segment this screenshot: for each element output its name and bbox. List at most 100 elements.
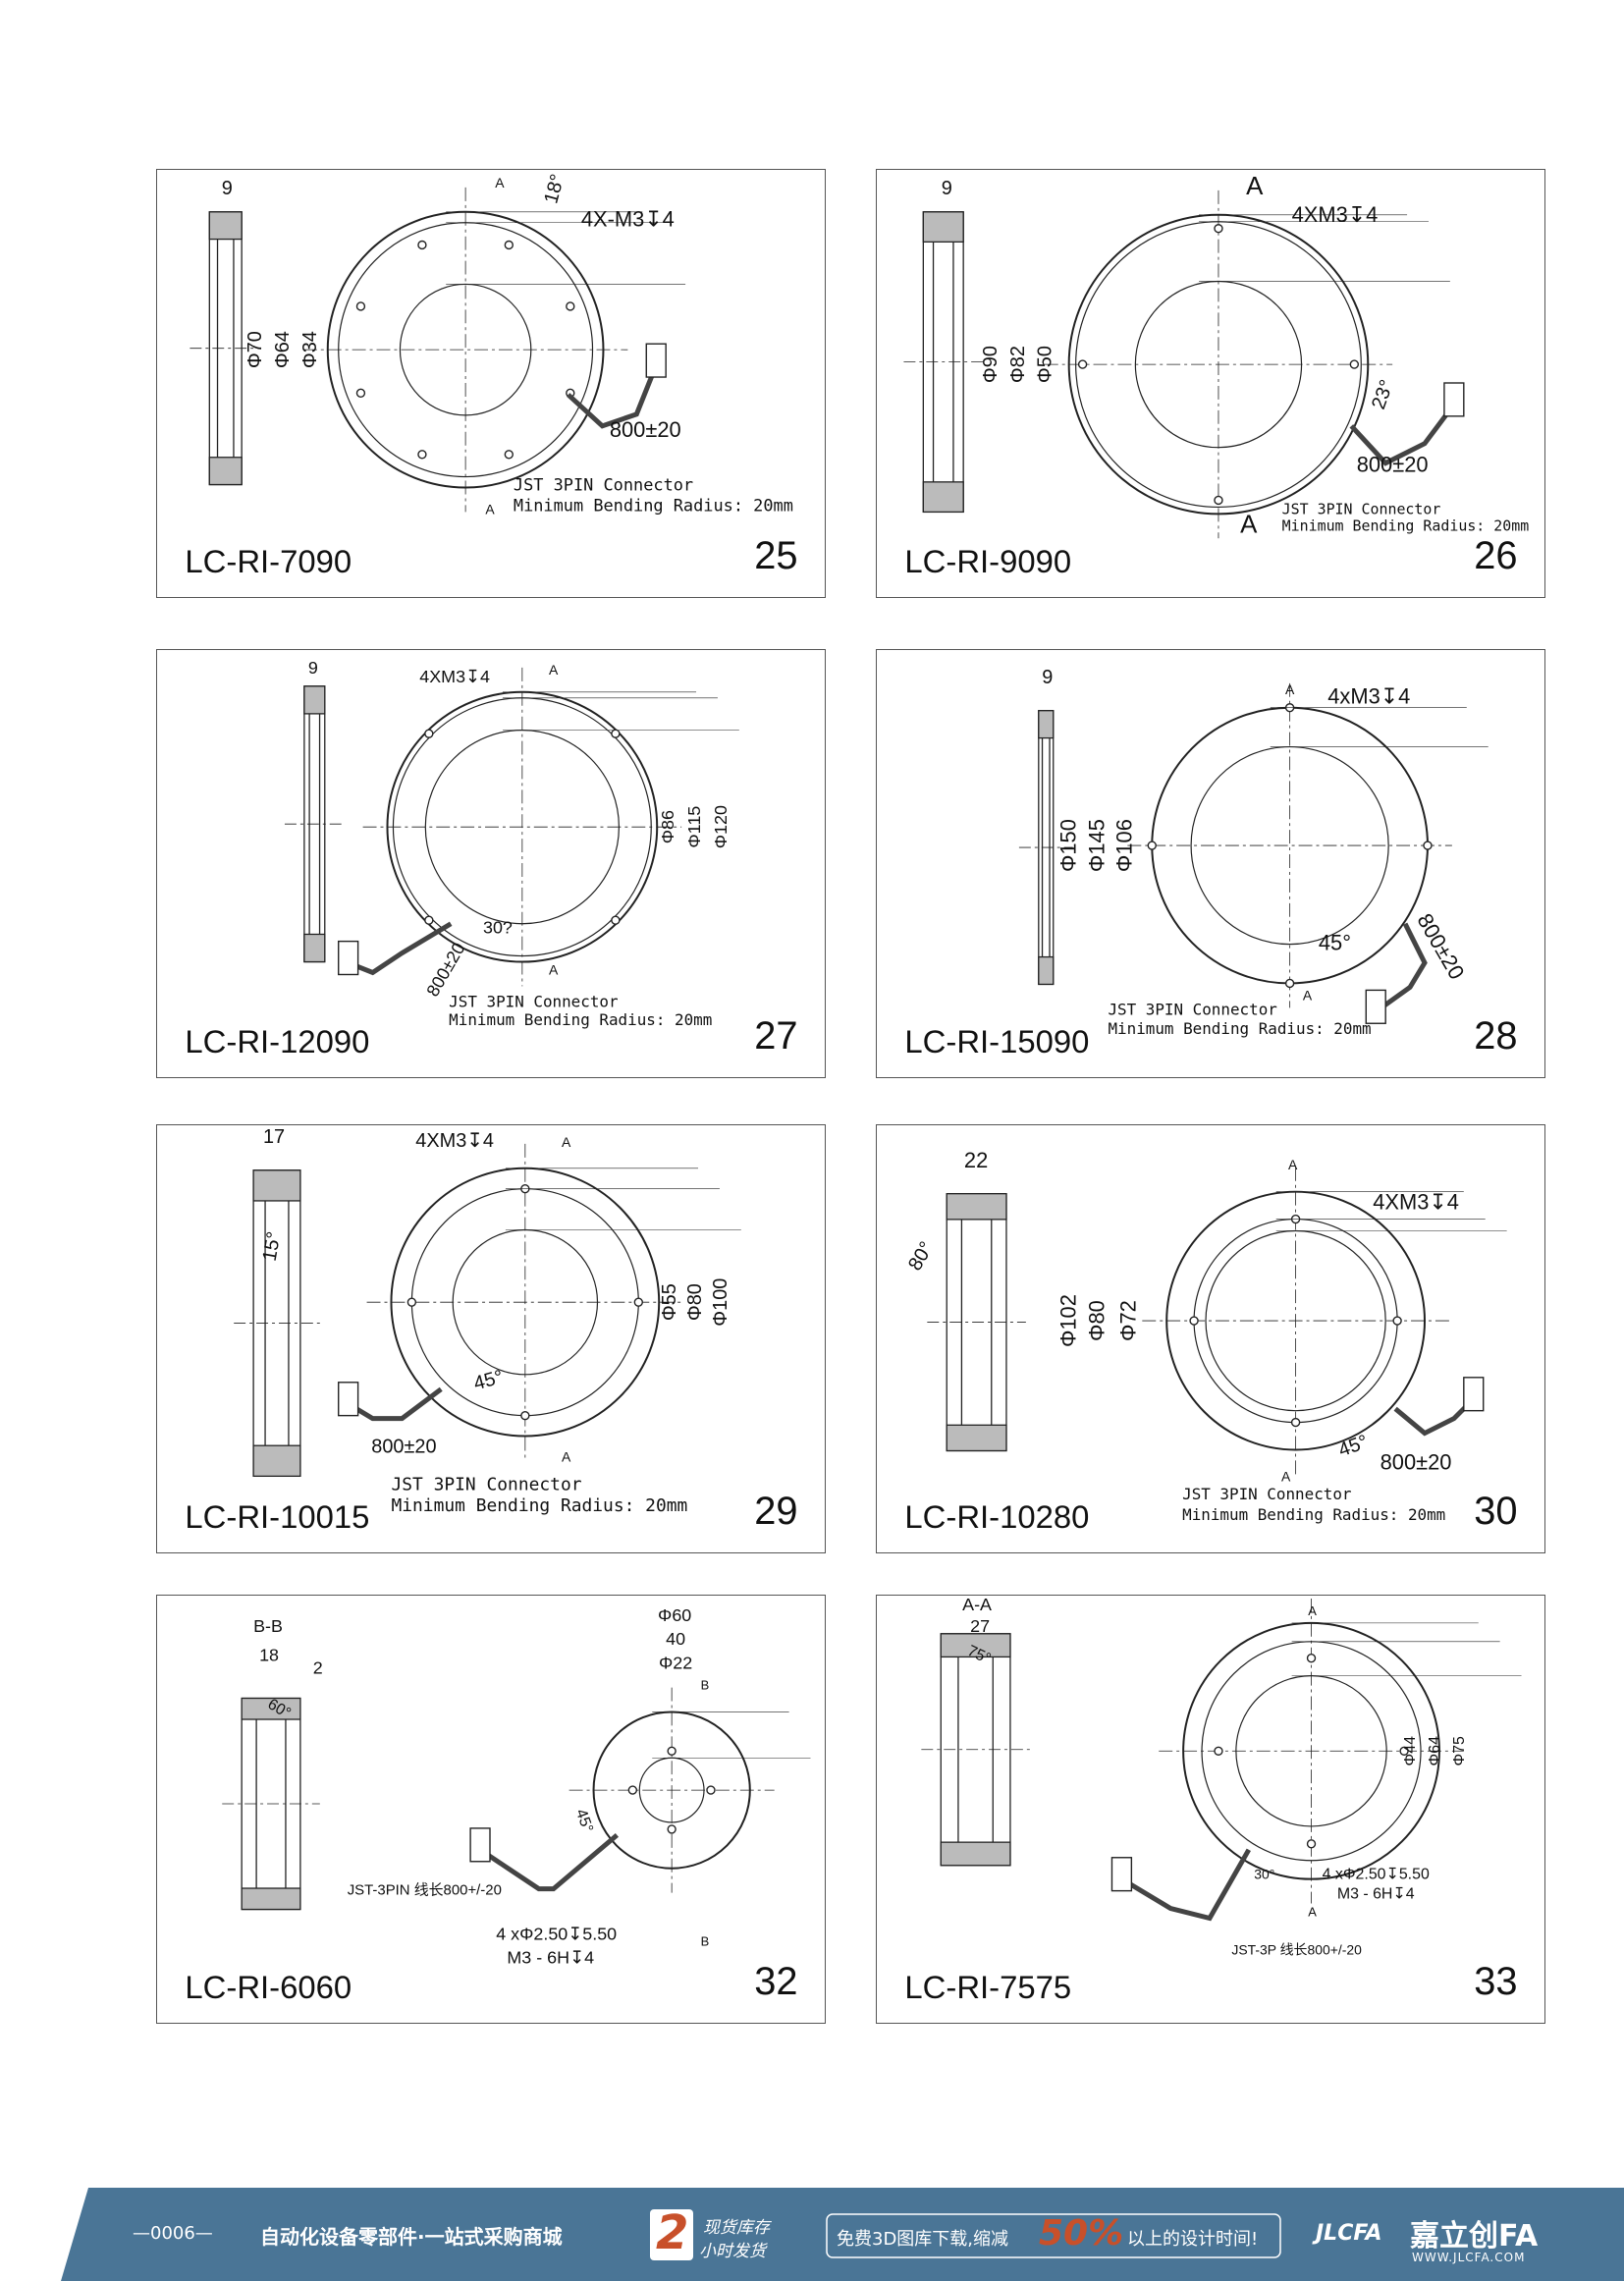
- dimension-label: Φ34: [299, 331, 321, 368]
- dimension-label: A: [1285, 681, 1295, 697]
- front-view: [1044, 190, 1450, 539]
- mount-hole: [611, 729, 621, 738]
- catalog-page-number: 28: [1474, 1014, 1517, 1058]
- side-view: [921, 1633, 1030, 1867]
- connector-cable: [1349, 403, 1456, 466]
- catalog-page-number: 30: [1474, 1490, 1517, 1533]
- footer-promo-pre: 免费3D图库下载,缩减: [837, 2229, 1009, 2250]
- catalog-page-number: 32: [754, 1960, 797, 2003]
- dimension-label: 4XM3↧4: [1373, 1190, 1459, 1215]
- dimension-label: A: [1281, 1468, 1291, 1484]
- dimension-label: A: [1246, 173, 1264, 200]
- footer-slogan: 自动化设备零部件·一站式采购商城: [260, 2225, 563, 2249]
- dimension-label: Φ50: [1035, 346, 1056, 383]
- side-view: [189, 211, 262, 486]
- dimension-label: B: [701, 1933, 710, 1948]
- dimension-label: 45°: [471, 1366, 506, 1394]
- dimension-label: JST 3PIN Connector: [514, 474, 693, 494]
- mount-hole: [566, 301, 575, 311]
- dimension-label: A: [1308, 1904, 1317, 1919]
- jst-connector: [1443, 382, 1465, 417]
- connector-cable: [1393, 1396, 1476, 1437]
- dimension-label: Φ100: [710, 1278, 731, 1327]
- mount-hole: [520, 1410, 530, 1421]
- model-name: LC-RI-7090: [185, 543, 352, 579]
- mount-hole: [1349, 359, 1360, 369]
- dimension-label: Φ44: [1402, 1736, 1419, 1766]
- dimension-label: Φ106: [1111, 819, 1136, 872]
- dimension-label: Φ22: [659, 1654, 692, 1673]
- dimension-label: Minimum Bending Radius: 20mm: [514, 495, 793, 515]
- connector-cable: [478, 1832, 620, 1892]
- front-view: [366, 1143, 741, 1461]
- mount-hole: [1147, 841, 1157, 850]
- catalog-page-number: 25: [754, 534, 797, 577]
- mount-hole: [417, 450, 427, 460]
- dimension-label: Minimum Bending Radius: 20mm: [391, 1495, 687, 1516]
- dimension-label: A: [1303, 987, 1313, 1003]
- connector-cable: [566, 364, 659, 429]
- dimension-label: Minimum Bending Radius: 20mm: [449, 1010, 712, 1029]
- dimension-label: 45°: [1319, 931, 1351, 955]
- brand-website: WWW.JLCFA.COM: [1412, 2251, 1526, 2264]
- dimension-label: Φ64: [1427, 1736, 1443, 1766]
- front-view: [302, 187, 686, 513]
- mount-hole: [1306, 1839, 1317, 1849]
- mount-hole: [1306, 1654, 1317, 1663]
- connector-cable: [347, 1386, 443, 1422]
- dimension-label: 800±20: [1357, 453, 1429, 477]
- dimension-label: Φ75: [1451, 1736, 1468, 1766]
- mount-hole: [355, 301, 366, 311]
- dimension-label: B-B: [253, 1616, 283, 1636]
- dimension-label: Φ120: [711, 805, 731, 848]
- dimension-label: 45°: [1335, 1431, 1371, 1461]
- dimension-label: 4xM3↧4: [1327, 684, 1410, 709]
- dimension-label: A: [549, 662, 559, 678]
- mount-hole: [417, 240, 427, 250]
- front-view: [1142, 1167, 1507, 1475]
- model-name: LC-RI-6060: [185, 1969, 352, 2005]
- jst-connector: [338, 1382, 359, 1417]
- mount-hole: [1077, 359, 1088, 369]
- mount-hole: [1423, 841, 1433, 850]
- connector-cable: [1120, 1848, 1251, 1922]
- dimension-label: 18°: [540, 172, 568, 206]
- mount-hole: [1290, 1417, 1301, 1428]
- dimension-label: Φ80: [1084, 1300, 1109, 1341]
- catalog-page-number: 26: [1474, 534, 1517, 577]
- dimension-label: 9: [942, 178, 952, 199]
- dimension-label: Φ115: [684, 806, 704, 848]
- dimension-label: Φ145: [1084, 819, 1109, 872]
- mount-hole: [424, 915, 434, 925]
- logo-mark: JLCFA: [1316, 2221, 1382, 2246]
- ring-outline: [326, 210, 605, 489]
- dimension-label: 800±20: [371, 1436, 436, 1457]
- jst-connector: [1110, 1857, 1133, 1892]
- dimension-label: A: [485, 501, 495, 516]
- dimension-label: Φ55: [659, 1283, 680, 1321]
- dimension-label: 9: [308, 658, 318, 678]
- dimension-label: 22: [964, 1148, 988, 1172]
- dimension-label: A: [1288, 1157, 1298, 1172]
- dimension-label: 800±20: [1380, 1449, 1452, 1474]
- model-name: LC-RI-9090: [904, 543, 1071, 579]
- dimension-label: 15°: [259, 1230, 286, 1263]
- mount-hole: [1214, 224, 1223, 234]
- dimension-label: 23°: [1368, 377, 1398, 412]
- dimension-label: Φ86: [658, 810, 677, 843]
- brand-name: 嘉立创FA: [1410, 2219, 1539, 2254]
- footer-badge-line1: 现货库存: [703, 2218, 770, 2238]
- footer-badge-number: 2: [656, 2205, 689, 2260]
- dimension-label: A: [1308, 1603, 1317, 1618]
- footer-banner: —0006— 自动化设备零部件·一站式采购商城 2 现货库存 小时发货 免费3D…: [0, 2188, 1624, 2281]
- mount-hole: [504, 240, 514, 250]
- dimension-label: JST 3PIN Connector: [1182, 1485, 1351, 1503]
- catalog-page-number: 29: [754, 1490, 797, 1533]
